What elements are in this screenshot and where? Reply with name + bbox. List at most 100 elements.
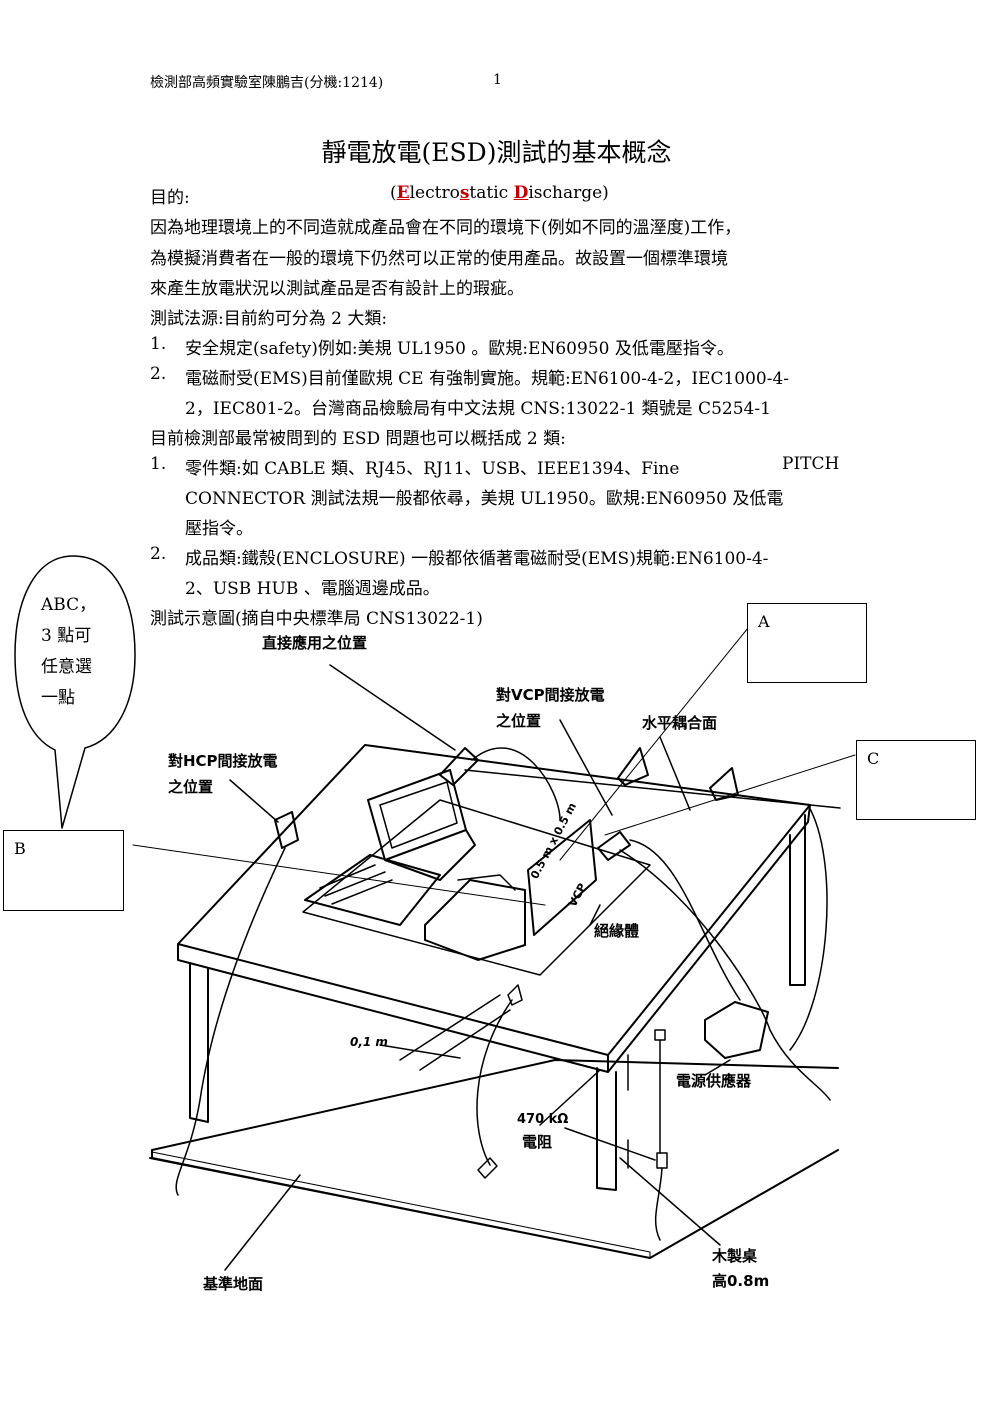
letter-d: D xyxy=(513,183,529,203)
table-top xyxy=(177,744,811,1056)
page-number: 1 xyxy=(493,72,502,88)
table-leg xyxy=(789,814,806,986)
leader-ground xyxy=(224,1174,301,1271)
list-item: 安全規定(safety)例如:美規 UL1950 。歐規:EN60950 及低電… xyxy=(185,339,734,359)
list-item: 電磁耐受(EMS)目前僅歐規 CE 有強制實施。規範:EN6100-4-2，IE… xyxy=(185,369,790,389)
diagram-title: 測試示意圖(摘自中央標準局 CNS13022-1) xyxy=(150,609,483,629)
leader-table xyxy=(619,1157,721,1246)
paren-close: ) xyxy=(602,183,609,203)
speech-bubble-shape xyxy=(14,555,136,829)
esd-gun-direct xyxy=(439,747,479,786)
keyboard-keys xyxy=(319,864,393,905)
text-ischarge: ischarge xyxy=(528,183,603,203)
label-power-supply: 電源供應器 xyxy=(676,1072,752,1090)
callout-box-a: A xyxy=(747,603,867,683)
label-distance: 0,1 m xyxy=(350,1035,388,1049)
hcp-cable xyxy=(789,804,828,1051)
equipment-top xyxy=(457,874,516,891)
label-resistor-value: 470 kΩ xyxy=(517,1112,569,1127)
power-cable xyxy=(619,849,831,1101)
label-hcp-indirect: 對HCP間接放電 xyxy=(168,752,278,770)
callout-label-a: A xyxy=(758,612,770,631)
label-hcp-position: 之位置 xyxy=(168,778,214,796)
list-number: 2. xyxy=(150,544,167,564)
hcp-line xyxy=(464,769,841,809)
esd-gun-hcp xyxy=(274,811,299,849)
list-item: 2，IEC801-2。台灣商品檢驗局有中文法規 CNS:13022-1 類號是 … xyxy=(185,399,771,419)
list-item: 壓指令。 xyxy=(185,519,253,539)
resistor xyxy=(654,1029,666,1041)
letter-s: s xyxy=(459,183,470,203)
leader-resistor xyxy=(564,1127,656,1161)
leader-resistor xyxy=(539,1069,601,1126)
text-lectro: lectro xyxy=(409,183,460,203)
list-number: 1. xyxy=(150,334,167,354)
list-item-pitch: PITCH xyxy=(782,454,840,474)
leader-hcp-gun xyxy=(229,779,279,823)
reference-ground-plane xyxy=(149,1059,839,1259)
pointer-b xyxy=(132,844,546,906)
table-leg xyxy=(596,1067,617,1191)
callout-box-c: C xyxy=(856,740,976,820)
label-table-height: 高0.8m xyxy=(712,1272,770,1290)
dimension-marks xyxy=(399,994,511,1071)
pointer-c xyxy=(604,754,856,836)
power-supply xyxy=(704,1001,769,1059)
callout-label-c: C xyxy=(867,749,880,768)
list-item: 成品類:鐵殼(ENCLOSURE) 一般都依循著電磁耐受(EMS)規範:EN61… xyxy=(185,549,769,569)
leader-power xyxy=(704,1059,731,1076)
pointer-a xyxy=(559,627,749,861)
purpose-label: 目的: xyxy=(150,188,190,208)
intro-line: 來產生放電狀況以測試產品是否有設計上的瑕疵。 xyxy=(150,279,524,299)
callout-box-b: B xyxy=(3,830,124,911)
hcp-support xyxy=(709,767,739,801)
intro-line: 因為地理環境上的不同造就成產品會在不同的環境下(例如不同的溫溼度)工作， xyxy=(150,218,742,238)
paren-open: ( xyxy=(390,183,397,203)
list-number: 1. xyxy=(150,454,167,474)
box-pointer-lines xyxy=(132,627,856,906)
ground-plane-edge xyxy=(151,1151,651,1259)
speech-bubble-text: ABC， 3 點可 任意選 一點 xyxy=(41,595,97,708)
document-title: 靜電放電(ESD)測試的基本概念 xyxy=(321,138,672,167)
leader-insulator xyxy=(589,904,601,926)
label-wooden-table: 木製桌 xyxy=(712,1247,758,1265)
document-header: 檢測部高頻實驗室陳鵬吉(分機:1214) xyxy=(150,75,384,91)
dimension-line xyxy=(379,1044,461,1059)
label-resistor: 電阻 xyxy=(522,1133,553,1151)
label-reference-ground: 基準地面 xyxy=(203,1275,264,1293)
letter-e: E xyxy=(396,183,410,203)
ground-cable xyxy=(175,847,286,1196)
label-vcp-position: 之位置 xyxy=(496,712,542,730)
esd-gun-vcp xyxy=(597,831,631,861)
monitor-screen xyxy=(379,781,458,849)
insulating-sheet xyxy=(302,799,651,976)
leader-direct xyxy=(329,664,456,751)
gun-cable xyxy=(471,747,561,821)
table-leg xyxy=(189,962,209,1123)
list-item: CONNECTOR 測試法規一般都依尋，美規 UL1950。歐規:EN60950… xyxy=(185,489,784,509)
gun-cable xyxy=(629,839,741,1001)
list-number: 2. xyxy=(150,364,167,384)
label-direct-application: 直接應用之位置 xyxy=(262,634,368,652)
intro-line: 為模擬消費者在一般的環境下仍然可以正常的使用產品。故設置一個標準環境 xyxy=(150,249,728,269)
list-item: 2、USB HUB 、電腦週邊成品。 xyxy=(185,579,440,599)
callout-label-b: B xyxy=(14,839,26,858)
resistor xyxy=(656,1152,668,1169)
sources-title: 測試法源:目前約可分為 2 大類: xyxy=(150,309,388,329)
leader-hcp xyxy=(659,736,691,811)
label-horizontal-coupling-plane: 水平耦合面 xyxy=(642,714,718,732)
table-top-edge xyxy=(177,804,811,1073)
monitor-base xyxy=(384,829,476,881)
vcp-plate xyxy=(527,819,597,936)
label-insulator: 絕緣體 xyxy=(594,922,640,940)
keyboard xyxy=(304,854,441,926)
leader-lines xyxy=(224,664,731,1271)
text-tatic: tatic xyxy=(469,183,514,203)
leader-vcp xyxy=(559,719,613,816)
resistor-cable xyxy=(476,999,513,1166)
common-title: 目前檢測部最常被問到的 ESD 問題也可以概括成 2 類: xyxy=(150,429,566,449)
esd-expansion: (Electrostatic Discharge) xyxy=(390,183,609,203)
list-item: 零件類:如 CABLE 類、RJ45、RJ11、USB、IEEE1394、Fin… xyxy=(185,459,680,479)
label-vcp-indirect: 對VCP間接放電 xyxy=(496,686,605,704)
